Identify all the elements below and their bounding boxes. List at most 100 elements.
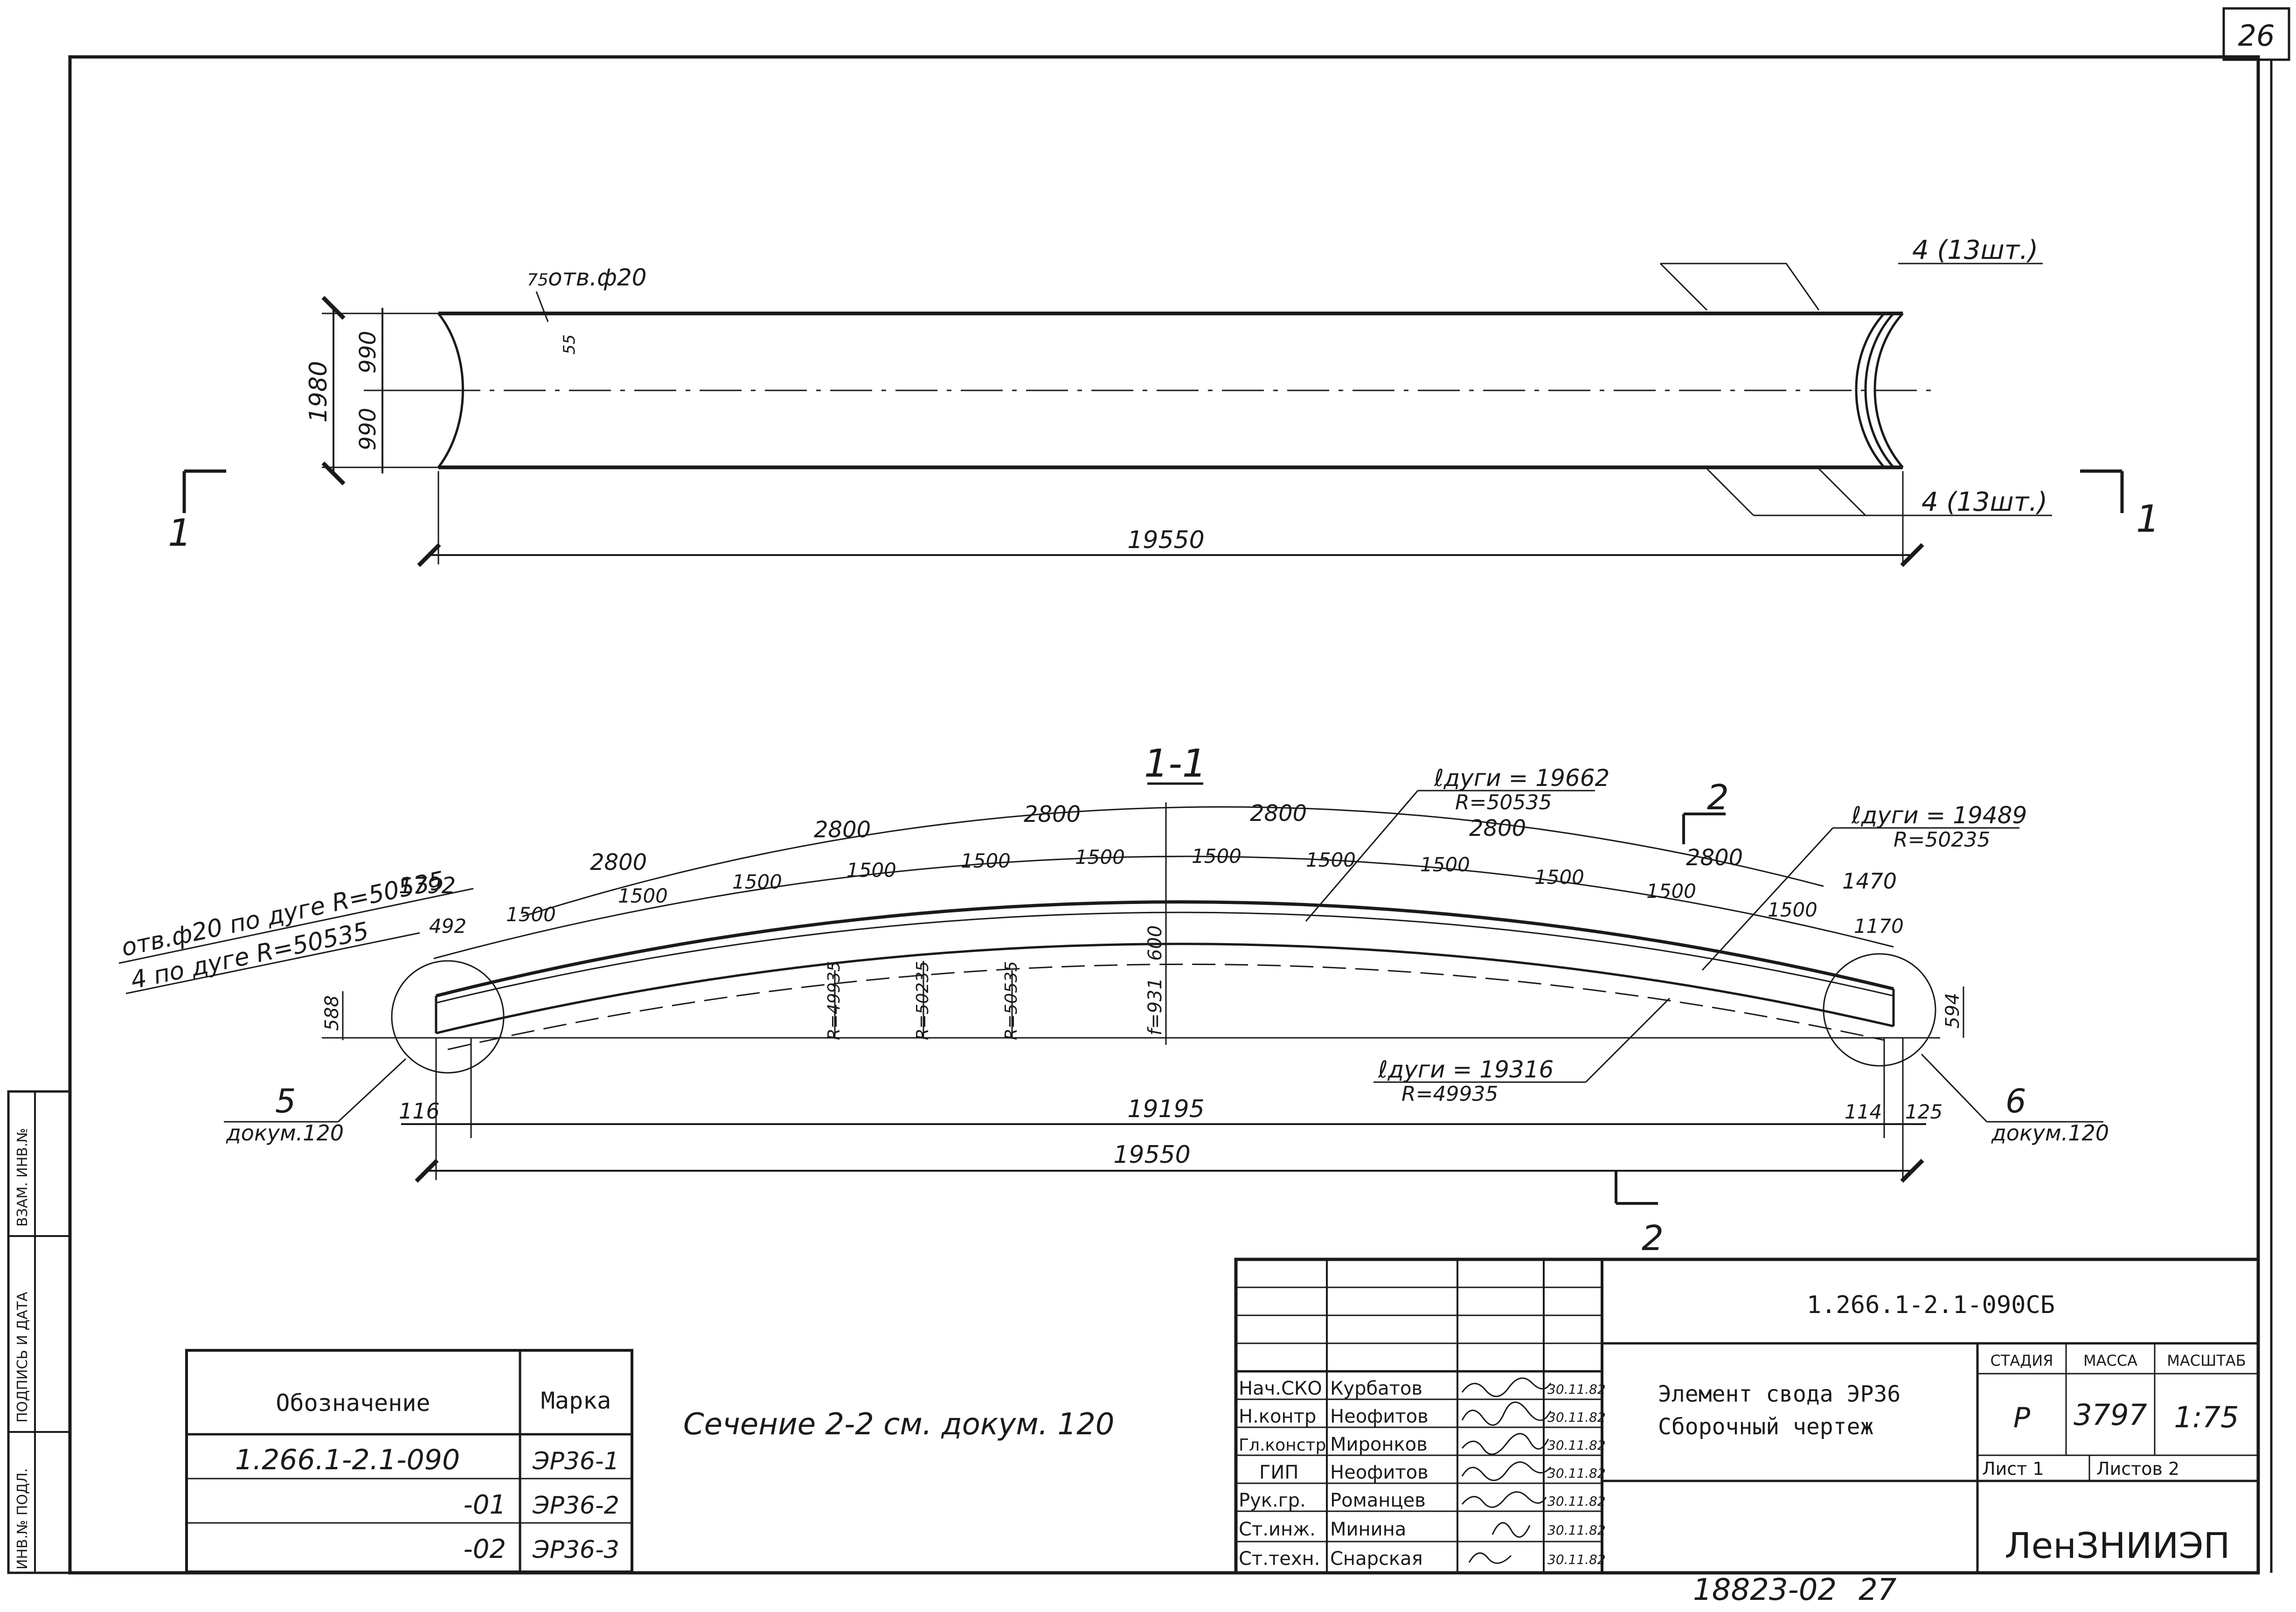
arc-outer-seg-4: 2800 (1024, 801, 1081, 827)
sig-date-1: 30.11.82 (1547, 1382, 1606, 1397)
arc-outer-seg-6: 2800 (1469, 815, 1526, 841)
arc-top-left-r: R=50535 (1455, 791, 1552, 814)
plan-leader-top-2 (1659, 263, 1708, 311)
plan-hole-callout: отв.ф20 (548, 264, 646, 291)
cut2-top-label: 2 (1707, 778, 1729, 818)
node-left-circle (391, 960, 505, 1074)
stage-label: СТАДИЯ (1991, 1352, 2053, 1369)
node-left-leader (337, 1058, 407, 1123)
plan-leader-bottom-label: 4 (13шт.) (1921, 487, 2047, 517)
arc-outer-seg-2: 2800 (590, 849, 647, 875)
node-right-number: 6 (2005, 1082, 2026, 1120)
sig-name-5: Романцев (1330, 1490, 1426, 1511)
sig-role-5: Рук.гр. (1239, 1490, 1306, 1511)
node-right-leader (1921, 1053, 1988, 1123)
signature-row: ГИП Неофитов 30.11.82 (1259, 1462, 1606, 1483)
signature-row: Ст.инж. Минина 30.11.82 (1239, 1519, 1606, 1540)
sig-date-3: 30.11.82 (1547, 1438, 1606, 1453)
arc-inner-seg-14: 1170 (1854, 915, 1904, 938)
arc-inner-seg-1: 492 (429, 915, 466, 938)
bottom-page-number: 27 (1859, 1573, 1897, 1607)
plan-leader-bottom-1 (1706, 468, 1755, 516)
dim-left-offset: 116 (399, 1098, 440, 1124)
arc-top-right-r: R=50235 (1894, 828, 1990, 852)
page-number: 26 (2238, 19, 2275, 53)
plan-dim-55: 55 (560, 334, 579, 354)
height-mid: 600 (1145, 925, 1166, 961)
sig-date-2: 30.11.82 (1547, 1410, 1606, 1425)
plan-leader-bottom-2 (1818, 468, 1866, 516)
plan-dim-length: 19550 (1127, 526, 1204, 554)
arc-inner-seg-9: 1500 (1306, 848, 1356, 871)
arc-bottom-r: R=49935 (1401, 1082, 1498, 1106)
sig-name-2: Неофитов (1330, 1406, 1429, 1427)
arc-inner-seg-7: 1500 (1075, 846, 1125, 869)
arc-inner-seg-13: 1500 (1768, 898, 1817, 921)
organization: ЛенЗНИИЭП (2005, 1525, 2230, 1566)
side-stamp: ВЗАМ. ИНВ.№ ПОДПИСЬ И ДАТА ИНВ.№ ПОДЛ. (7, 1090, 71, 1574)
scale-value: 1:75 (2174, 1400, 2239, 1434)
marks-row-3-designation: -02 (464, 1534, 506, 1564)
dim-arc-outer (522, 806, 1824, 917)
marks-row-1-designation: 1.266.1-2.1-090 (235, 1444, 460, 1476)
signature-row: Гл.констр Миронков 30.11.82 (1239, 1434, 1606, 1455)
arc-top-right-len: ℓдуги = 19489 (1851, 802, 2027, 829)
arc-inner-seg-5: 1500 (846, 859, 896, 882)
node-right-ref: докум.120 (1991, 1120, 2109, 1146)
cut-mark-left-label: 1 (168, 511, 192, 555)
sig-role-6: Ст.инж. (1239, 1519, 1316, 1540)
plan-dim-990-top: 990 (355, 331, 381, 374)
arc-inner-seg-10: 1500 (1420, 853, 1470, 876)
signature-row: Рук.гр. Романцев 30.11.82 (1239, 1490, 1606, 1511)
sig-role-7: Ст.техн. (1239, 1548, 1320, 1570)
arc-inner-seg-8: 1500 (1192, 845, 1242, 868)
sig-date-5: 30.11.82 (1547, 1494, 1606, 1509)
sig-role-2: Н.контр (1239, 1406, 1316, 1427)
signature-row: Н.контр Неофитов 30.11.82 (1239, 1406, 1606, 1427)
signature-row: Ст.техн. Снарская 30.11.82 (1239, 1548, 1606, 1570)
marks-row-1-mark: ЭР36-1 (532, 1447, 619, 1475)
scale-label: МАСШТАБ (2167, 1352, 2246, 1369)
signature-row: Нач.СКО Курбатов 30.11.82 (1239, 1378, 1606, 1399)
side-stamp-col2: ПОДПИСЬ И ДАТА (14, 1292, 31, 1423)
sig-role-1: Нач.СКО (1239, 1378, 1322, 1399)
sheets-label: Листов 2 (2096, 1459, 2179, 1479)
marks-row-3-mark: ЭР36-3 (532, 1536, 619, 1564)
cut-mark-right-label: 1 (2136, 497, 2160, 541)
plan-dim-990-bottom: 990 (355, 408, 381, 451)
dim-right-offset-1: 114 (1845, 1100, 1882, 1123)
plan-leader-top-1 (1660, 263, 1820, 311)
drawing-frame (68, 55, 2260, 1575)
mass-label: МАССА (2083, 1352, 2137, 1369)
arc-inner-seg-6: 1500 (961, 849, 1011, 872)
plan-leader-top-label: 4 (13шт.) (1912, 235, 2038, 265)
arc-outer-seg-5: 2800 (1250, 800, 1307, 827)
arc-inner-seg-4: 1500 (732, 870, 782, 893)
bottom-doc-number: 18823-02 (1693, 1573, 1837, 1607)
node-left-number: 5 (275, 1082, 296, 1120)
rise: f=931 (1145, 978, 1166, 1035)
title-code: 1.266.1-2.1-090СБ (1807, 1291, 2055, 1319)
cut2-bottom-label: 2 (1642, 1218, 1664, 1258)
signature-scribbles (1461, 1377, 1552, 1564)
arc-outer-seg-3: 2800 (814, 817, 871, 843)
plan-view: 1980 990 990 19550 отв.ф20 75 55 4 (13шт… (168, 235, 2160, 567)
marks-row-2-mark: ЭР36-2 (532, 1492, 619, 1520)
marks-table: Обозначение Марка 1.266.1-2.1-090 ЭР36-1… (185, 1349, 633, 1573)
title-name-2: Сборочный чертеж (1658, 1414, 1873, 1440)
sig-name-1: Курбатов (1330, 1378, 1422, 1399)
arc-inner-seg-11: 1500 (1534, 866, 1584, 889)
section-note: Сечение 2-2 см. докум. 120 (683, 1407, 1115, 1442)
sig-name-7: Снарская (1330, 1548, 1423, 1570)
sig-name-6: Минина (1330, 1519, 1406, 1540)
side-stamp-col1: ВЗАМ. ИНВ.№ (14, 1128, 31, 1227)
page-number-box: 26 (2222, 7, 2290, 61)
stage-value: Р (2013, 1402, 2031, 1434)
arc-bottom-len: ℓдуги = 19316 (1378, 1056, 1554, 1083)
marks-header-mark: Марка (541, 1387, 611, 1414)
arc-outer-seg-8: 1470 (1842, 869, 1897, 894)
section-title: 1-1 (1144, 742, 1207, 786)
arc-inner-seg-2: 1500 (506, 903, 556, 926)
arc-inner-seg-3: 1500 (618, 884, 668, 907)
